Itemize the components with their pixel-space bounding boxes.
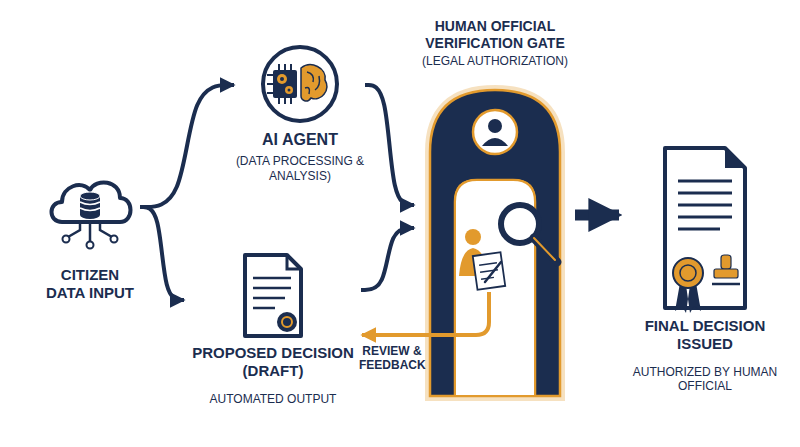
official-body <box>482 138 508 146</box>
edge-label: REVIEW & FEEDBACK <box>359 343 425 374</box>
document-lines <box>253 278 291 308</box>
clipboard <box>473 252 505 290</box>
flow-arrow <box>365 85 414 205</box>
gear-symbol <box>285 86 293 94</box>
stamp-base <box>714 269 738 278</box>
pen <box>485 262 501 282</box>
document-fold <box>287 255 301 269</box>
draft-document-node: PROPOSED DECISION (DRAFT) AUTOMATED OUTPU… <box>185 250 361 406</box>
chip-symbol <box>273 70 297 98</box>
node-heading: HUMAN OFFICIAL VERIFICATION GATE <box>415 18 575 52</box>
official-badge <box>473 110 517 154</box>
agent-circle-node: AI AGENT (DATA PROCESSING & ANALYSIS) <box>235 42 365 183</box>
seal-symbol <box>282 317 292 327</box>
verification-gate <box>430 90 560 396</box>
award-medal <box>673 258 703 288</box>
node-shape <box>620 145 790 315</box>
database-symbol <box>80 211 100 219</box>
magnifier-glint <box>534 238 555 260</box>
brain-folds <box>305 72 320 94</box>
award-medal <box>680 265 696 281</box>
database-symbol <box>80 192 100 200</box>
database-symbol <box>80 202 100 211</box>
magnifier-handle <box>534 238 557 262</box>
node-subtext: AUTOMATED OUTPUT <box>185 392 361 406</box>
node-subtext: (LEGAL AUTHORIZATION) <box>415 54 575 68</box>
reviewer-head <box>465 229 481 245</box>
document-fold <box>725 148 745 168</box>
cloud-outline <box>52 182 131 222</box>
node-shape <box>415 12 575 402</box>
document-outline <box>665 148 745 308</box>
flow-arrow <box>140 207 184 300</box>
node-shape <box>40 170 140 250</box>
feedback-arrow <box>362 333 415 337</box>
flow-arrow <box>140 85 234 207</box>
brain-symbol <box>301 65 327 101</box>
node-subtext: AUTHORIZED BY HUMAN OFFICIAL <box>620 365 790 394</box>
document-outline <box>245 255 301 336</box>
network-node <box>111 236 118 243</box>
verification-gate-node: HUMAN OFFICIAL VERIFICATION GATE (LEGAL A… <box>415 12 575 402</box>
node-shape <box>235 42 365 124</box>
stamp-mark <box>712 283 740 286</box>
flow-arrow <box>361 228 414 290</box>
gear-symbol <box>277 74 287 84</box>
node-shape <box>185 250 361 338</box>
agent-circle <box>263 47 337 121</box>
network-node <box>87 242 94 249</box>
network-node <box>63 236 70 243</box>
node-heading: FINAL DECISION ISSUED <box>620 317 790 353</box>
data-source-icon: CITIZEN DATA INPUT <box>40 170 140 302</box>
seal-symbol <box>277 312 297 332</box>
gear-symbol <box>280 77 284 81</box>
stamp-handle <box>721 255 731 269</box>
feedback-wire <box>415 292 489 335</box>
gate-glow <box>430 90 560 396</box>
gear-symbol <box>288 89 291 92</box>
node-heading: AI AGENT <box>235 130 365 149</box>
node-heading: PROPOSED DECISION (DRAFT) <box>185 344 361 380</box>
flow-arrow <box>575 210 619 221</box>
document-lines <box>678 181 732 229</box>
chip-pins <box>267 64 291 104</box>
node-subtext: (DATA PROCESSING & ANALYSIS) <box>235 154 365 183</box>
official-head <box>488 119 502 133</box>
node-heading: CITIZEN DATA INPUT <box>40 266 140 302</box>
network-line <box>68 222 112 241</box>
final-document-node: FINAL DECISION ISSUED AUTHORIZED BY HUMAN… <box>620 145 790 394</box>
